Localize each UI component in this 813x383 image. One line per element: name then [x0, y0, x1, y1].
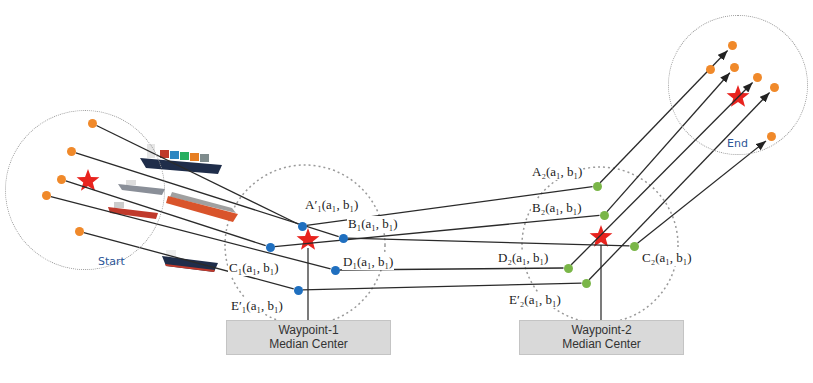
waypoint-label: B₂(a₁, b₁): [531, 198, 583, 216]
box-label: Waypoint-1 Median Center: [259, 323, 359, 351]
vessel-point: [88, 119, 97, 128]
waypoint-dot: [582, 279, 591, 288]
zone-circle: Start: [5, 110, 165, 270]
waypoint-dot: [266, 243, 275, 252]
vessel-point: [75, 227, 84, 236]
zone-circle: End: [668, 15, 808, 155]
vessel-point: [753, 73, 762, 82]
waypoint-label: C₁(a₁, b₁): [228, 258, 280, 276]
route-line: [348, 238, 630, 246]
route-line: [97, 126, 299, 225]
waypoint-dot: [564, 264, 573, 273]
route-arrow: [589, 93, 770, 280]
vessel-point: [728, 41, 737, 50]
box-label: Waypoint-2 Median Center: [552, 323, 652, 351]
leader-line: [600, 245, 601, 320]
waypoint-dot: [294, 286, 303, 295]
waypoint-dot: [331, 266, 340, 275]
median-center-box: Waypoint-2 Median Center: [519, 320, 684, 355]
waypoint-dot: [339, 234, 348, 243]
median-center-box: Waypoint-1 Median Center: [226, 320, 391, 355]
point-label: C₂(a₁, b₁): [641, 250, 693, 266]
waypoint-label: D₁(a₁, b₁): [342, 252, 394, 270]
point-label: E′₁(a₁, b₁): [230, 298, 284, 314]
zone-label: End: [727, 137, 748, 150]
route-line: [275, 215, 600, 246]
waypoint-label: A₂(a₁, b₁): [531, 162, 583, 180]
point-label: A₂(a₁, b₁): [531, 164, 583, 180]
point-label: D₁(a₁, b₁): [342, 254, 394, 270]
route-arrow: [600, 51, 728, 183]
waypoint-dot: [600, 211, 609, 220]
waypoint-dot: [298, 222, 307, 231]
vessel-point: [730, 63, 739, 72]
route-line: [51, 197, 331, 269]
waypoint-label: D₂(a₁, b₁): [497, 248, 549, 266]
waypoint-label: E′₂(a₁, b₁): [508, 290, 562, 308]
point-label: B₁(a₁, b₁): [347, 216, 399, 232]
leader-line: [307, 248, 308, 320]
vessel-point: [57, 175, 66, 184]
zone-label: Start: [98, 255, 125, 268]
route-line: [303, 283, 582, 290]
route-line: [76, 153, 339, 237]
waypoint-label: B₁(a₁, b₁): [347, 214, 399, 232]
vessel-point: [706, 65, 715, 74]
waypoint-dot: [593, 182, 602, 191]
point-label: D₂(a₁, b₁): [497, 250, 549, 266]
vessel-point: [42, 191, 51, 200]
vessel-point: [767, 132, 776, 141]
waypoint-label: A′₁(a₁, b₁): [304, 195, 359, 213]
route-arrow: [571, 83, 752, 265]
point-label: C₁(a₁, b₁): [228, 260, 280, 276]
waypoint-zone: [225, 165, 385, 325]
waypoint-dot: [630, 242, 639, 251]
point-label: A′₁(a₁, b₁): [304, 197, 359, 213]
route-line: [84, 233, 294, 289]
median-star: [297, 228, 320, 250]
point-label: E′₂(a₁, b₁): [508, 292, 562, 308]
point-label: B₂(a₁, b₁): [531, 200, 583, 216]
waypoint-label: E′₁(a₁, b₁): [230, 296, 284, 314]
vessel-point: [770, 83, 779, 92]
vessel-point: [67, 147, 76, 156]
route-arrow: [638, 141, 767, 243]
waypoint-label: C₂(a₁, b₁): [641, 248, 693, 266]
